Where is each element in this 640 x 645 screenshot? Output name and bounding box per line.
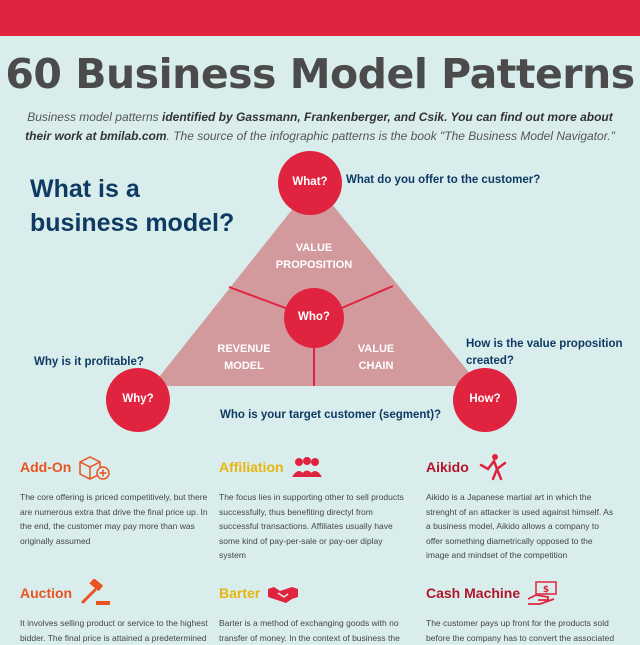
svg-text:$: $ [543,585,549,595]
page-subtitle: Business model patterns identified by Ga… [20,108,620,146]
page-title: 60 Business Model Patterns [5,50,635,98]
pattern-description: Aikido is a Japanese martial art in whic… [426,492,614,560]
pattern-aikido: Aikido Aikido is a Japanese martial art … [426,452,616,563]
subtitle-source: . The source of the infographic patterns… [166,129,615,143]
pattern-cash-machine: Cash Machine $ The customer pays up fron… [426,578,616,645]
what-circle [278,151,342,215]
box-plus-icon [79,456,111,480]
triangle-shape [152,182,480,386]
handshake-icon [268,587,299,603]
pattern-auction: Auction It involves selling product or s… [20,578,210,645]
why-circle [106,368,170,432]
pattern-title: Add-On [20,459,72,475]
pattern-title: Auction [20,585,73,601]
how-circle-label: How? [469,393,501,405]
pattern-affiliation: Affiliation The focus lies in supporting… [219,452,409,563]
value-proposition-label: VALUE PROPOSITION [254,240,374,274]
who-question: Who is your target customer (segment)? [220,409,442,421]
pattern-description: It involves selling product or service t… [20,618,208,643]
value-chain-line-1: VALUE [357,343,395,355]
pattern-description: The focus lies in supporting other to se… [219,492,404,560]
subtitle-authors-link[interactable]: identified by Gassmann, Frankenberger, a… [25,110,613,143]
who-circle [284,288,344,348]
pattern-barter: Barter Barter is a method of exchanging … [219,578,409,645]
martial-artist-icon [479,454,507,481]
revenue-model-line-1: REVENUE [217,343,271,355]
why-question: Why is it profitable? [34,356,144,368]
cash-register-icon: $ [527,581,557,605]
how-question-line-1: How is the value proposition [466,338,623,350]
why-circle-label: Why? [122,393,154,405]
value-chain-line-2: CHAIN [358,360,394,372]
pattern-add-on: Add-On The core offering is priced compe… [20,452,210,548]
top-banner [0,0,640,36]
what-circle-label: What? [292,176,328,188]
what-question: What do you offer to the customer? [346,174,541,186]
pattern-title: Aikido [426,459,469,475]
heading-line-1: What is a [30,175,140,203]
how-question: How is the value proposition created? [466,336,623,370]
revenue-model-label: REVENUE MODEL [194,341,294,375]
gavel-icon [81,579,111,605]
how-question-line-2: created? [466,355,514,367]
pattern-title: Cash Machine [426,585,521,601]
how-circle [453,368,517,432]
pattern-title: Affiliation [219,459,284,475]
revenue-model-line-2: MODEL [224,360,264,372]
who-circle-label: Who? [298,311,330,323]
people-group-icon [291,457,322,477]
value-chain-label: VALUE CHAIN [336,341,416,375]
heading-line-2: business model? [30,209,235,237]
value-proposition-line-1: VALUE [295,242,333,254]
business-model-heading: What is a business model? [30,172,270,240]
pattern-description: The customer pays up front for the produ… [426,618,615,643]
subtitle-intro: Business model patterns [27,110,162,124]
pattern-description: The core offering is priced competitivel… [20,492,208,546]
business-model-triangle [106,151,517,432]
pattern-title: Barter [219,585,261,601]
value-proposition-line-2: PROPOSITION [275,259,353,271]
pattern-description: Barter is a method of exchanging goods w… [219,618,400,643]
